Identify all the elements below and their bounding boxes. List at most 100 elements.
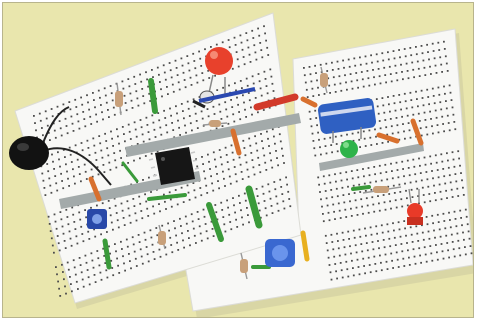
breadboard-hole: [203, 170, 205, 172]
breadboard-hole: [421, 45, 423, 47]
breadboard-hole: [148, 261, 150, 263]
breadboard-hole: [331, 62, 333, 64]
breadboard-hole: [268, 145, 270, 147]
breadboard-hole: [311, 125, 313, 127]
breadboard-hole: [123, 133, 125, 135]
breadboard-hole: [228, 168, 230, 170]
breadboard-hole: [184, 125, 186, 127]
breadboard-hole: [108, 162, 110, 164]
breadboard-hole: [333, 76, 335, 78]
breadboard-hole: [182, 65, 184, 67]
breadboard-hole: [238, 111, 240, 113]
breadboard-hole: [415, 263, 417, 265]
breadboard-hole: [432, 43, 434, 45]
breadboard-hole: [353, 275, 355, 277]
breadboard-hole: [199, 225, 201, 227]
breadboard-hole: [159, 210, 161, 212]
breadboard-hole: [319, 146, 321, 148]
breadboard-hole: [79, 173, 81, 175]
breadboard-hole: [345, 254, 347, 256]
breadboard-hole: [318, 94, 320, 96]
breadboard-hole: [77, 159, 79, 161]
breadboard-hole: [161, 225, 163, 227]
breadboard-hole: [379, 165, 381, 167]
breadboard-hole: [147, 253, 149, 255]
breadboard-hole: [106, 147, 108, 149]
breadboard-hole: [374, 173, 376, 175]
breadboard-hole: [211, 183, 213, 185]
breadboard-hole: [364, 183, 366, 185]
breadboard-hole: [339, 75, 341, 77]
breadboard-hole: [351, 81, 353, 83]
breadboard-hole: [446, 242, 448, 244]
breadboard-hole: [75, 144, 77, 146]
breadboard-hole: [312, 88, 314, 90]
breadboard-hole: [58, 242, 60, 244]
breadboard-hole: [143, 102, 145, 104]
breadboard-hole: [92, 138, 94, 140]
breadboard-hole: [396, 72, 398, 74]
breadboard-hole: [380, 127, 382, 129]
breadboard-hole: [368, 167, 370, 169]
breadboard-hole: [403, 131, 405, 133]
breadboard-hole: [181, 58, 183, 60]
breadboard-hole: [323, 175, 325, 177]
breadboard-hole: [450, 226, 452, 228]
breadboard-hole: [124, 270, 126, 272]
breadboard-hole: [325, 145, 327, 147]
breadboard-hole: [145, 155, 147, 157]
breadboard-hole: [207, 238, 209, 240]
breadboard-hole: [434, 102, 436, 104]
breadboard-hole: [79, 257, 81, 259]
breadboard-hole: [314, 110, 316, 112]
breadboard-hole: [352, 133, 354, 135]
breadboard-hole: [96, 250, 98, 252]
breadboard-hole: [272, 212, 274, 214]
breadboard-hole: [214, 75, 216, 77]
breadboard-hole: [139, 74, 141, 76]
breadboard-hole: [378, 113, 380, 115]
breadboard-hole: [328, 257, 330, 259]
breadboard-hole: [398, 266, 400, 268]
breadboard-hole: [234, 37, 236, 39]
breadboard-hole: [128, 124, 130, 126]
breadboard-hole: [395, 65, 397, 67]
breadboard-hole: [225, 231, 227, 233]
breadboard-hole: [110, 169, 112, 171]
breadboard-hole: [241, 171, 243, 173]
breadboard-hole: [234, 212, 236, 214]
breadboard-hole: [83, 118, 85, 120]
breadboard-hole: [266, 47, 268, 49]
breadboard-hole: [375, 136, 377, 138]
breadboard-hole: [196, 120, 198, 122]
breadboard-hole: [359, 191, 361, 193]
breadboard-hole: [382, 105, 384, 107]
breadboard-hole: [91, 252, 93, 254]
breadboard-hole: [57, 281, 59, 283]
breadboard-hole: [321, 206, 323, 208]
breadboard-hole: [264, 33, 266, 35]
breadboard-hole: [72, 123, 74, 125]
breadboard-hole: [412, 241, 414, 243]
breadboard-hole: [136, 265, 138, 267]
breadboard-hole: [215, 166, 217, 168]
breadboard-hole: [260, 133, 262, 135]
breadboard-hole: [147, 124, 149, 126]
breadboard-hole: [408, 257, 410, 259]
breadboard-hole: [359, 146, 361, 148]
breadboard-hole: [339, 255, 341, 257]
breadboard-hole: [111, 222, 113, 224]
breadboard-hole: [369, 130, 371, 132]
breadboard-hole: [245, 32, 247, 34]
breadboard-hole: [343, 194, 345, 196]
breadboard-hole: [404, 183, 406, 185]
breadboard-hole: [365, 190, 367, 192]
breadboard-hole: [430, 163, 432, 165]
breadboard-hole: [259, 210, 261, 212]
breadboard-hole: [104, 133, 106, 135]
breadboard-hole: [444, 227, 446, 229]
breadboard-hole: [331, 241, 333, 243]
breadboard-hole: [99, 142, 101, 144]
breadboard-hole: [92, 92, 94, 94]
breadboard-hole: [430, 118, 432, 120]
